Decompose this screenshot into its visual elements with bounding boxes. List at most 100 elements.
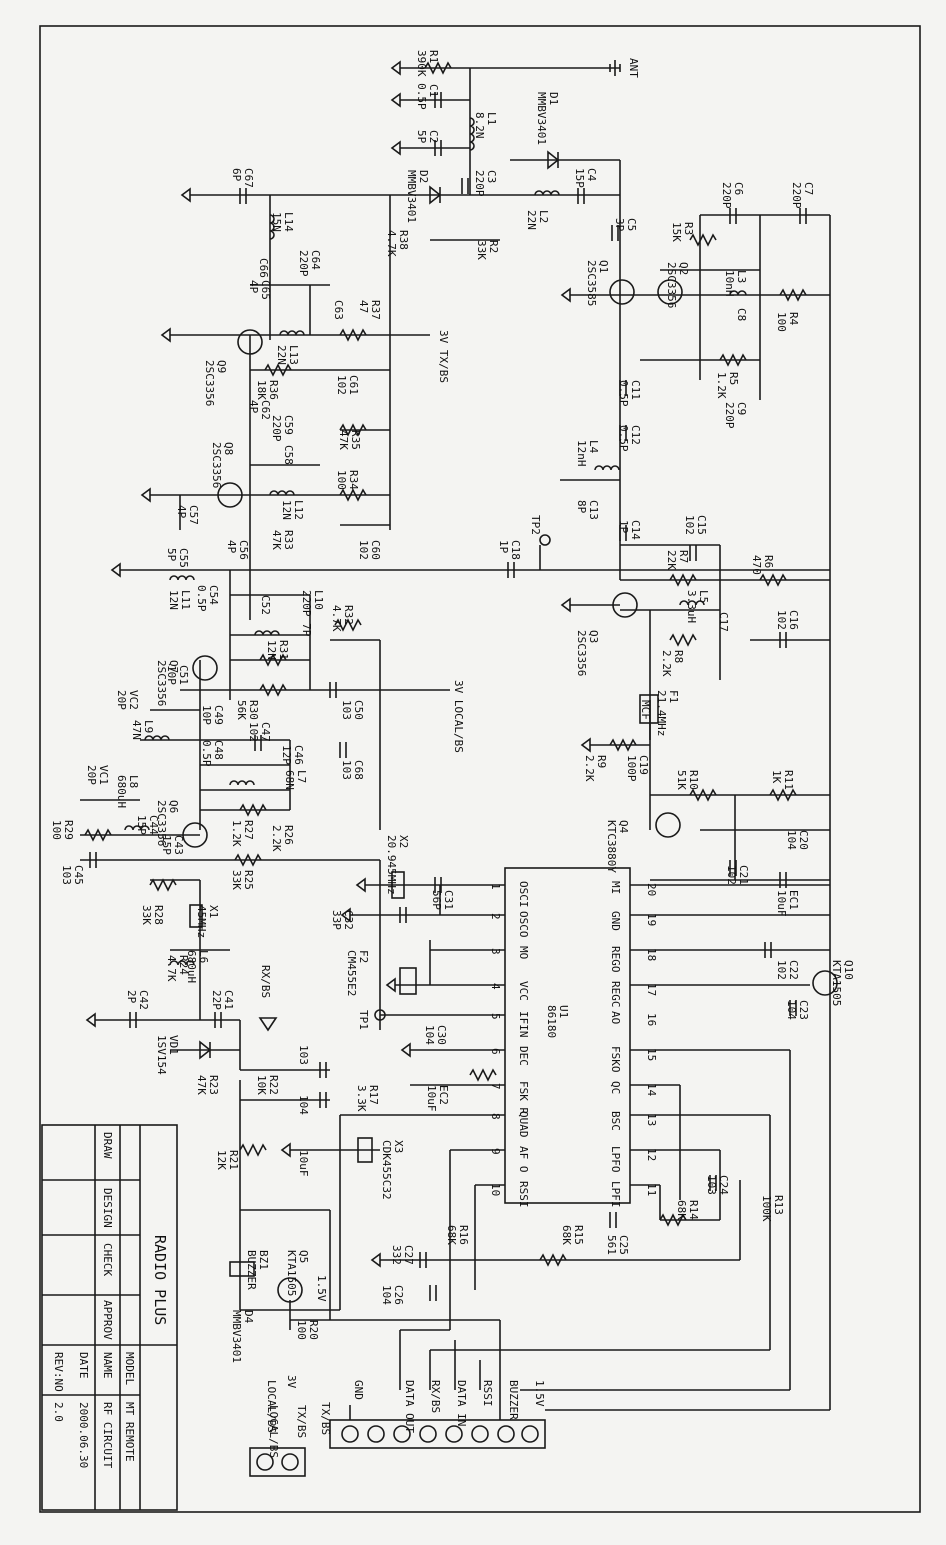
component-value: 56P bbox=[430, 890, 443, 910]
component-ref: L14 bbox=[282, 212, 295, 232]
component-ref: L5 bbox=[697, 590, 710, 603]
ic-pin-name: OSCO bbox=[517, 911, 530, 938]
component-ref: R1 bbox=[427, 50, 440, 63]
tb-design: DESIGN bbox=[101, 1188, 114, 1228]
component-value: 20P bbox=[85, 765, 98, 785]
component-value: 5P bbox=[415, 130, 428, 144]
component-ref: R31 bbox=[277, 640, 290, 660]
component-value: 100 bbox=[335, 470, 348, 490]
component-ref: D4 bbox=[242, 1310, 255, 1324]
ic-pin-name: REGO bbox=[609, 946, 622, 973]
component-ref: C3 bbox=[485, 170, 498, 183]
component-ref: R24 bbox=[177, 955, 190, 975]
component-ref: L1 bbox=[485, 112, 498, 125]
wiring bbox=[80, 67, 831, 1420]
component-ref: C8 bbox=[735, 308, 748, 321]
component-value: 18K bbox=[255, 380, 268, 400]
component-value: 2SC3356 bbox=[665, 262, 678, 308]
component-ref: R22 bbox=[267, 1075, 280, 1095]
connector-pin-label: 1.5V bbox=[533, 1380, 546, 1407]
component-value: 86180 bbox=[545, 1005, 558, 1038]
component-value: 332 bbox=[390, 1245, 403, 1265]
ic-pin-name: RSSI bbox=[517, 1181, 530, 1208]
ic-pin-name: QC bbox=[609, 1081, 622, 1094]
component-value: 102 bbox=[335, 375, 348, 395]
component-value: 4P bbox=[175, 505, 188, 519]
component-ref: F2 bbox=[357, 950, 370, 963]
net-label: 3V bbox=[285, 1375, 298, 1389]
component-value: 12P bbox=[280, 745, 293, 765]
component-value: 100 bbox=[295, 1320, 308, 1340]
component-value: 102 bbox=[775, 610, 788, 630]
component-value: 22K bbox=[665, 550, 678, 570]
component-value: 6P bbox=[230, 168, 243, 182]
component-value: 12N bbox=[280, 500, 293, 520]
component-value: KTA1505 bbox=[285, 1250, 298, 1296]
title-label: RADIO PLUS bbox=[151, 1235, 169, 1325]
component-value: 0.5P bbox=[617, 425, 630, 452]
net-label: 104 bbox=[297, 1095, 310, 1115]
tb-rev-label: REV:NO bbox=[52, 1352, 65, 1392]
ic-pin-name: MI bbox=[609, 881, 622, 894]
net-label: 3V TX/BS bbox=[437, 330, 450, 383]
tb-name-value: RF CIRCUIT bbox=[101, 1402, 114, 1469]
component-ref: C5 bbox=[625, 218, 638, 231]
ic-pin-number: 18 bbox=[645, 948, 658, 961]
component-value: 1P bbox=[497, 540, 510, 554]
component-value: KTA1505 bbox=[830, 960, 843, 1006]
component-ref: VC1 bbox=[97, 765, 110, 785]
component-value: 8P bbox=[575, 500, 588, 514]
component-ref: C57 bbox=[187, 505, 200, 525]
component-value: 4.7K bbox=[165, 955, 178, 982]
tb-date-label: DATE bbox=[77, 1352, 90, 1379]
component-value: 2.2K bbox=[270, 825, 283, 852]
component-value: 104 bbox=[785, 830, 798, 850]
component-value: 680uH bbox=[115, 775, 128, 808]
tb-approv: APPROV bbox=[101, 1300, 114, 1340]
component-value: 2SC3356 bbox=[155, 660, 168, 706]
connector-pin-label: RSSI bbox=[481, 1380, 494, 1407]
component-ref: R37 bbox=[369, 300, 382, 320]
component-value: 20P bbox=[115, 690, 128, 710]
component-value: 15P bbox=[135, 815, 148, 835]
component-value: 12K bbox=[215, 1150, 228, 1170]
component-value: 220P bbox=[473, 170, 486, 197]
component-value: 103 bbox=[60, 865, 73, 885]
ic-pin-number: 17 bbox=[645, 983, 658, 996]
ic-pin-name: FSK R bbox=[517, 1081, 530, 1114]
component-value: 390K 0.5P bbox=[415, 50, 428, 110]
component-value: 47 bbox=[357, 300, 370, 313]
component-value: 561 bbox=[605, 1235, 618, 1255]
component-value: 3P bbox=[613, 218, 626, 232]
component-ref: R35 bbox=[349, 430, 362, 450]
component-ref: L2 bbox=[537, 210, 550, 223]
ic-pin-number: 8 bbox=[489, 1113, 502, 1120]
component-value: 56K bbox=[235, 700, 248, 720]
component-ref: R8 bbox=[672, 650, 685, 663]
component-ref: D2 bbox=[417, 170, 430, 183]
component-value: 102 bbox=[247, 722, 260, 742]
connector-pin-label: TX/BS bbox=[295, 1405, 308, 1438]
component-value: 1.2K bbox=[230, 820, 243, 847]
component-value: 10P bbox=[165, 665, 178, 685]
component-value: 2SC3356 bbox=[155, 800, 168, 846]
component-value: MMBV3401 bbox=[535, 92, 548, 145]
connector-pin-label: BUZZER bbox=[507, 1380, 520, 1420]
component-ref: R21 bbox=[227, 1150, 240, 1170]
component-ref: C30 bbox=[435, 1025, 448, 1045]
component-ref: X1 bbox=[207, 905, 220, 918]
component-ref: L7 bbox=[295, 770, 308, 783]
component-ref: C17 bbox=[717, 612, 730, 632]
component-value: 33P bbox=[330, 910, 343, 930]
component-ref: C43 bbox=[172, 835, 185, 855]
component-ref: C25 bbox=[617, 1235, 630, 1255]
ic-pin-name: AO bbox=[609, 1011, 622, 1024]
component-ref: C4 bbox=[585, 168, 598, 182]
tb-name-label: NAME bbox=[101, 1352, 114, 1379]
component-value: 470 bbox=[750, 555, 763, 575]
component-value: BUZZER bbox=[245, 1250, 258, 1290]
net-label: 3V LOCAL/BS bbox=[452, 680, 465, 753]
net-label: 10uF bbox=[297, 1150, 310, 1177]
